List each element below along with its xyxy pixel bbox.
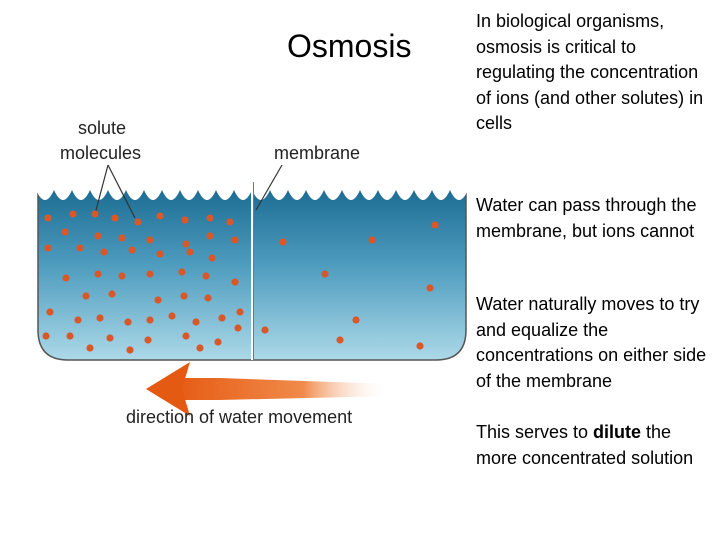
solute-molecule xyxy=(100,248,108,256)
solute-molecule xyxy=(76,244,84,252)
solute-pointer-2 xyxy=(107,164,136,219)
solute-molecule xyxy=(204,294,212,302)
solute-molecule xyxy=(62,274,70,282)
bullet-3: Water naturally moves to try and equaliz… xyxy=(476,294,707,391)
membrane-pointer xyxy=(255,164,283,211)
solute-molecule xyxy=(146,316,154,324)
solute-molecules xyxy=(42,210,439,354)
solute-molecule xyxy=(214,338,222,346)
solute-molecule xyxy=(178,268,186,276)
osmosis-diagram: solute molecules membrane direction of w… xyxy=(36,118,468,427)
solute-molecule xyxy=(154,296,162,304)
solute-molecule xyxy=(336,336,344,344)
bullet-4: This serves to dilute the more concentra… xyxy=(476,420,716,471)
solute-molecule xyxy=(181,216,189,224)
solute-molecule xyxy=(192,318,200,326)
solute-molecule xyxy=(82,292,90,300)
solute-molecule xyxy=(231,236,239,244)
water-direction-arrow xyxy=(146,362,390,416)
solute-molecule xyxy=(180,292,188,300)
solute-molecule xyxy=(186,248,194,256)
bullet-4-bold: dilute xyxy=(593,422,642,442)
solute-molecule xyxy=(94,232,102,240)
solute-molecule xyxy=(46,308,54,316)
solute-molecule xyxy=(352,316,360,324)
solute-molecule xyxy=(182,240,190,248)
solute-molecule xyxy=(126,346,134,354)
solute-molecule xyxy=(182,332,190,340)
solute-molecule xyxy=(96,314,104,322)
solute-molecule xyxy=(124,318,132,326)
slide-title: Osmosis xyxy=(287,28,412,64)
solute-molecule xyxy=(74,316,82,324)
solute-molecule xyxy=(206,232,214,240)
solute-molecule xyxy=(146,270,154,278)
solute-molecule xyxy=(111,214,119,222)
arrow-label: direction of water movement xyxy=(126,407,352,427)
solute-molecule xyxy=(118,272,126,280)
solute-label-line2: molecules xyxy=(60,143,141,163)
solute-molecule xyxy=(69,210,77,218)
solute-molecule xyxy=(236,308,244,316)
bullet-2: Water can pass through the membrane, but… xyxy=(476,195,697,241)
solute-molecule xyxy=(106,334,114,342)
solute-molecule xyxy=(86,344,94,352)
solute-molecule xyxy=(146,236,154,244)
solute-molecule xyxy=(261,326,269,334)
solute-molecule xyxy=(108,290,116,298)
solute-molecule xyxy=(94,270,102,278)
solute-molecule xyxy=(208,254,216,262)
solute-molecule xyxy=(226,218,234,226)
solute-molecule xyxy=(44,244,52,252)
solute-molecule xyxy=(431,221,439,229)
solute-pointer-1 xyxy=(94,164,109,215)
solute-molecule xyxy=(42,332,50,340)
bullet-4-before: This serves to xyxy=(476,422,594,442)
solute-molecule xyxy=(156,212,164,220)
solute-molecule xyxy=(44,214,52,222)
solute-molecule xyxy=(321,270,329,278)
solute-label-line1: solute xyxy=(78,118,126,138)
solute-molecule xyxy=(279,238,287,246)
solute-molecule xyxy=(231,278,239,286)
solute-molecule xyxy=(118,234,126,242)
solute-molecule xyxy=(218,314,226,322)
solute-molecule xyxy=(134,218,142,226)
solute-molecule xyxy=(156,250,164,258)
solute-molecule xyxy=(144,336,152,344)
solute-molecule xyxy=(196,344,204,352)
solute-molecule xyxy=(426,284,434,292)
solute-molecule xyxy=(61,228,69,236)
membrane-label: membrane xyxy=(274,143,360,163)
solute-molecule xyxy=(128,246,136,254)
solute-molecule xyxy=(91,210,99,218)
solute-molecule xyxy=(168,312,176,320)
solute-molecule xyxy=(416,342,424,350)
bullet-1: In biological organisms, osmosis is crit… xyxy=(476,11,704,133)
bullet-4-after: the more concentrated solution xyxy=(476,422,694,468)
solute-molecule xyxy=(202,272,210,280)
solute-molecule xyxy=(368,236,376,244)
solute-molecule xyxy=(206,214,214,222)
solute-molecule xyxy=(66,332,74,340)
solute-molecule xyxy=(234,324,242,332)
